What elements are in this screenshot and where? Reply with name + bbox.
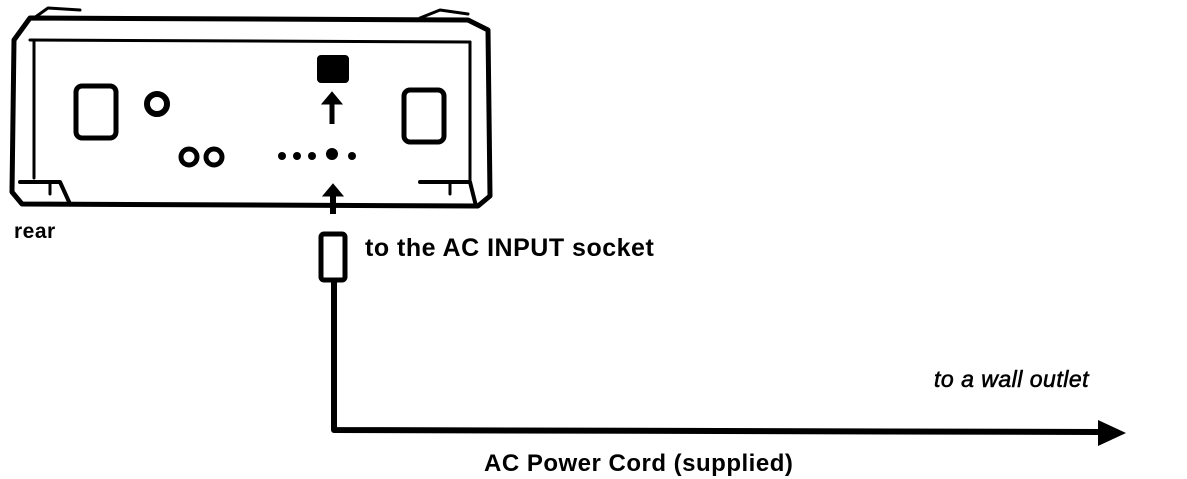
ac-input-terminals — [278, 148, 356, 160]
jack-left — [178, 146, 200, 168]
power-plug — [318, 231, 348, 283]
left-panel-opening — [73, 83, 119, 141]
right-panel-opening — [401, 87, 447, 145]
power-cord-line — [331, 280, 1101, 435]
arrow-up-icon — [320, 91, 344, 124]
unit-rear-panel — [9, 6, 493, 209]
panel-jacks — [73, 55, 447, 168]
voltage-selector — [317, 55, 349, 83]
wall-outlet-label: to a wall outlet — [934, 366, 1090, 392]
arrow-to-socket-icon — [321, 183, 345, 214]
round-jack — [144, 91, 170, 117]
rear-label: rear — [14, 220, 56, 243]
power-cord-label: AC Power Cord (supplied) — [484, 450, 794, 477]
jack-right — [203, 146, 225, 168]
arrow-right-icon — [1098, 420, 1126, 446]
ac-input-socket-label: to the AC INPUT socket — [365, 234, 655, 262]
